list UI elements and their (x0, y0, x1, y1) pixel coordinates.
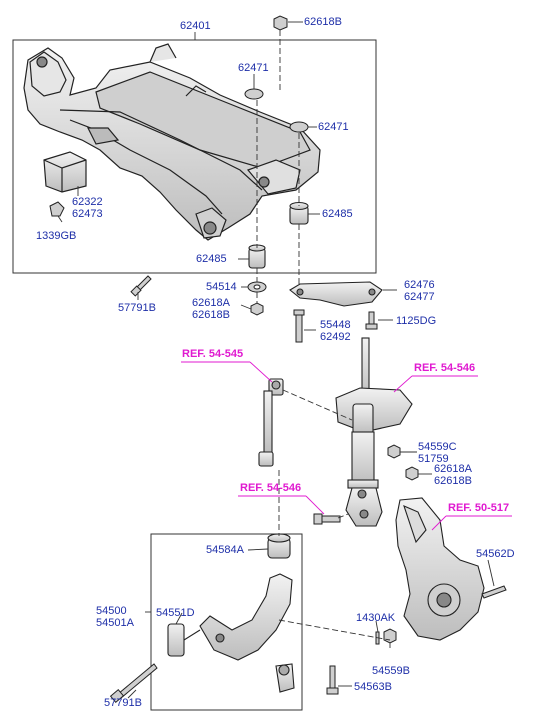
ref-54-546-knuckle[interactable]: REF. 54-546 (240, 482, 302, 494)
crossmember-subframe[interactable] (23, 43, 321, 241)
label-62618a-62618b-mid[interactable]: 62618A 62618B (192, 297, 230, 321)
label-1125dg[interactable]: 1125DG (396, 315, 437, 327)
label-1339gb[interactable]: 1339GB (36, 230, 77, 242)
bolt-1339gb[interactable] (49, 201, 65, 217)
label-62618b-strut[interactable]: 62618B (434, 475, 472, 487)
brace-62476[interactable] (289, 281, 383, 307)
mount-bracket-62322[interactable] (43, 151, 87, 193)
label-51759[interactable]: 51759 (418, 453, 449, 465)
label-54501a[interactable]: 54501A (96, 617, 134, 629)
label-62476-62477[interactable]: 62476 62477 (404, 279, 435, 303)
label-54500[interactable]: 54500 (96, 605, 127, 617)
label-54559c-51759[interactable]: 54559C 51759 (418, 441, 457, 465)
lower-control-arm[interactable] (167, 533, 295, 693)
subframe-group-box (12, 39, 377, 274)
lower-arm-group-box (150, 533, 303, 711)
ref-54-546-strut[interactable]: REF. 54-546 (414, 362, 476, 374)
insulator-62471-a[interactable] (244, 88, 264, 100)
label-62401[interactable]: 62401 (180, 20, 211, 32)
label-62618a-strut[interactable]: 62618A (434, 463, 472, 475)
label-57791b-lower[interactable]: 57791B (104, 697, 142, 709)
label-62476[interactable]: 62476 (404, 279, 435, 291)
label-62618b-top[interactable]: 62618B (304, 16, 342, 28)
ref-50-517[interactable]: REF. 50-517 (448, 502, 510, 514)
label-55448[interactable]: 55448 (320, 319, 351, 331)
bushing-62485-lower[interactable] (248, 244, 266, 269)
washer-hole (253, 284, 261, 290)
label-62473[interactable]: 62473 (72, 208, 103, 220)
label-54562d[interactable]: 54562D (476, 548, 515, 560)
label-55448-62492[interactable]: 55448 62492 (320, 319, 351, 343)
nut-54559c[interactable] (387, 444, 401, 459)
label-62471-b[interactable]: 62471 (318, 121, 349, 133)
steering-knuckle[interactable] (395, 497, 485, 641)
label-62492[interactable]: 62492 (320, 331, 351, 343)
bolt-54562d[interactable] (481, 585, 507, 599)
bolt-57791b-lower[interactable] (109, 663, 158, 703)
nut-54559b[interactable] (383, 628, 397, 644)
nut-62618a-strut[interactable] (405, 466, 419, 481)
label-54559b[interactable]: 54559B (372, 665, 410, 677)
label-62618b-mid[interactable]: 62618B (192, 309, 230, 321)
label-54514[interactable]: 54514 (206, 281, 237, 293)
label-54500-54501a[interactable]: 54500 54501A (96, 605, 134, 629)
bolt-1125dg[interactable] (365, 311, 378, 330)
label-1430ak[interactable]: 1430AK (356, 612, 396, 624)
insulator-62471-b[interactable] (289, 121, 309, 133)
strut-assembly[interactable] (335, 337, 413, 527)
label-54559c[interactable]: 54559C (418, 441, 457, 453)
ref-54-545[interactable]: REF. 54-545 (182, 348, 244, 360)
label-62618a-62618b-strut[interactable]: 62618A 62618B (434, 463, 472, 487)
leader-lines (57, 21, 512, 699)
label-57791b-upper[interactable]: 57791B (118, 302, 156, 314)
label-62322-62473[interactable]: 62322 62473 (72, 196, 103, 220)
nut-62618b-top[interactable] (273, 15, 288, 31)
label-62618a-mid[interactable]: 62618A (192, 297, 230, 309)
strut-clamp-bolt[interactable] (313, 513, 341, 525)
label-62322[interactable]: 62322 (72, 196, 103, 208)
label-62471-a[interactable]: 62471 (238, 62, 269, 74)
label-54551d[interactable]: 54551D (156, 607, 195, 619)
label-62485-upper[interactable]: 62485 (322, 208, 353, 220)
bolt-55448[interactable] (293, 309, 305, 343)
label-62477[interactable]: 62477 (404, 291, 435, 303)
bolt-54563b[interactable] (326, 665, 339, 695)
stabilizer-link[interactable] (258, 378, 284, 467)
label-54563b[interactable]: 54563B (354, 681, 392, 693)
label-62485-lower[interactable]: 62485 (196, 253, 227, 265)
bolt-57791b-upper[interactable] (130, 275, 152, 297)
nut-62618a-mid[interactable] (250, 302, 264, 316)
label-54584a[interactable]: 54584A (206, 544, 244, 556)
